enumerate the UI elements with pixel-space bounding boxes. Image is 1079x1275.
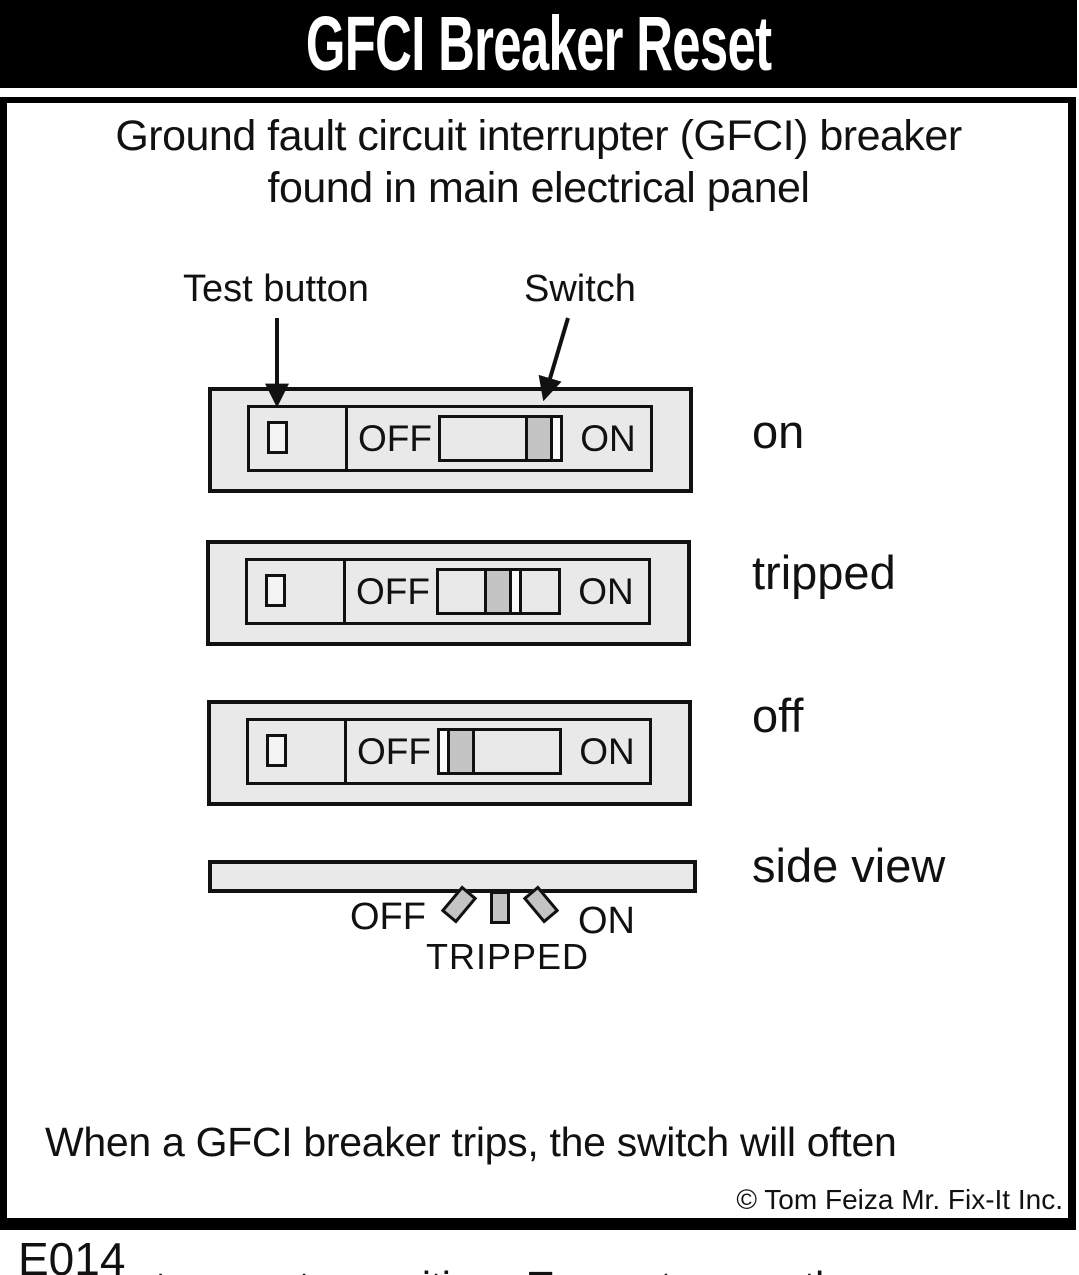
off-label: OFF <box>356 570 430 612</box>
side-view-off-label: OFF <box>350 896 426 938</box>
panel-divider <box>345 408 348 469</box>
breaker-off-illustration: OFF ON <box>207 700 692 806</box>
subtitle: Ground fault circuit interrupter (GFCI) … <box>0 110 1077 214</box>
breaker-face: OFF ON <box>247 405 653 472</box>
state-label-side-view: side view <box>752 839 946 892</box>
on-label: ON <box>578 570 634 612</box>
subtitle-line-1: Ground fault circuit interrupter (GFCI) … <box>115 112 962 160</box>
breaker-face: OFF ON <box>246 718 652 785</box>
switch-grip <box>447 731 475 772</box>
copyright-credit: © Tom Feiza Mr. Fix-It Inc. <box>736 1184 1063 1215</box>
switch-track <box>437 728 562 775</box>
switch-handle <box>440 731 475 772</box>
explanation-line-1: When a GFCI breaker trips, the switch wi… <box>45 1119 897 1165</box>
subtitle-line-2: found in main electrical panel <box>267 164 810 212</box>
switch-handle <box>525 418 560 459</box>
state-label-tripped: tripped <box>752 546 896 599</box>
breaker-tripped-illustration: OFF ON <box>206 540 691 646</box>
switch-callout-label: Switch <box>524 268 636 310</box>
switch-slit <box>440 731 447 772</box>
figure-code: E014 <box>18 1233 126 1275</box>
state-label-off: off <box>752 689 804 742</box>
switch-handle <box>484 571 522 612</box>
switch-grip <box>484 571 512 612</box>
breaker-on-illustration: OFF ON <box>208 387 693 493</box>
page-title: GFCI Breaker Reset <box>305 1 772 87</box>
breaker-face: OFF ON <box>245 558 651 625</box>
test-button <box>266 734 287 767</box>
side-view-tripped-label: TRIPPED <box>426 936 590 977</box>
title-bar: GFCI Breaker Reset <box>0 0 1077 88</box>
side-view-lever-tripped <box>490 891 510 924</box>
test-button-callout-label: Test button <box>183 268 369 310</box>
off-label: OFF <box>357 730 431 772</box>
switch-arrow <box>538 317 570 402</box>
test-button <box>267 421 288 454</box>
switch-slit <box>553 418 560 459</box>
off-label: OFF <box>358 417 432 459</box>
side-view-bar <box>208 860 697 893</box>
switch-track <box>436 568 561 615</box>
explanation-text: When a GFCI breaker trips, the switch wi… <box>45 1022 1060 1275</box>
panel-divider <box>343 561 346 622</box>
explanation-line-2: move to a center position. To reset, mov… <box>45 1262 1060 1275</box>
on-label: ON <box>579 730 635 772</box>
on-label: ON <box>580 417 636 459</box>
switch-slit <box>512 571 522 612</box>
test-button <box>265 574 286 607</box>
state-label-on: on <box>752 405 805 458</box>
switch-grip <box>525 418 553 459</box>
switch-track <box>438 415 563 462</box>
panel-divider <box>344 721 347 782</box>
side-view-on-label: ON <box>578 900 635 942</box>
